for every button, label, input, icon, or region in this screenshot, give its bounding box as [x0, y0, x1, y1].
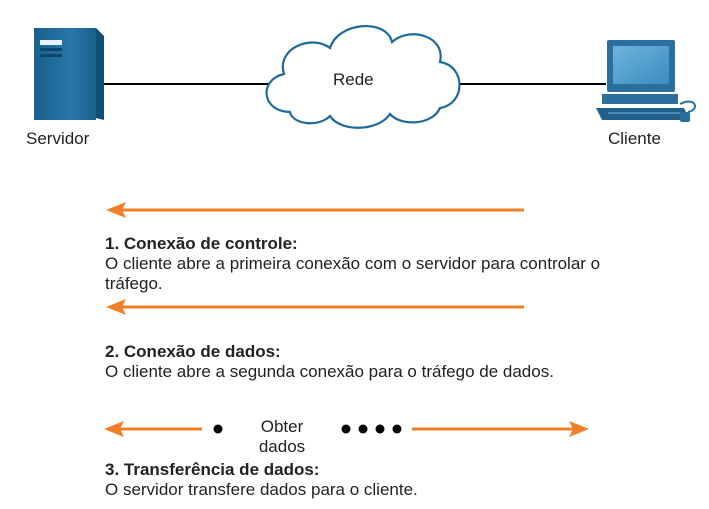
server-icon: [34, 28, 104, 120]
step-description: O servidor transfere dados para o client…: [105, 480, 418, 499]
network-label: Rede: [333, 70, 374, 89]
transfer-label: Obter dados: [242, 417, 322, 457]
step-control-connection: 1. Conexão de controle: O cliente abre a…: [105, 234, 625, 294]
transfer-dot: [358, 424, 368, 434]
transfer-dot: [392, 424, 402, 434]
step-data-connection: 2. Conexão de dados: O cliente abre a se…: [105, 342, 625, 382]
transfer-dot: [213, 424, 223, 434]
transfer-label-line1: Obter: [260, 417, 304, 436]
control-connection-arrow: [106, 202, 524, 218]
client-computer-icon: [596, 40, 696, 122]
data-connection-arrow: [106, 299, 524, 315]
step-title: 3. Transferência de dados:: [105, 460, 320, 479]
transfer-right-arrow: [412, 421, 589, 437]
transfer-left-arrow: [104, 421, 202, 437]
transfer-dot: [341, 424, 351, 434]
cloud-icon: [265, 24, 461, 129]
client-label: Cliente: [608, 129, 661, 148]
step-title: 2. Conexão de dados:: [105, 342, 281, 361]
transfer-label-line2: dados: [258, 437, 306, 456]
step-title: 1. Conexão de controle:: [105, 234, 298, 253]
server-label: Servidor: [26, 129, 90, 148]
step-data-transfer: 3. Transferência de dados: O servidor tr…: [105, 460, 625, 500]
step-description: O cliente abre a primeira conexão com o …: [105, 254, 601, 293]
step-description: O cliente abre a segunda conexão para o …: [105, 362, 554, 381]
transfer-dot: [375, 424, 385, 434]
